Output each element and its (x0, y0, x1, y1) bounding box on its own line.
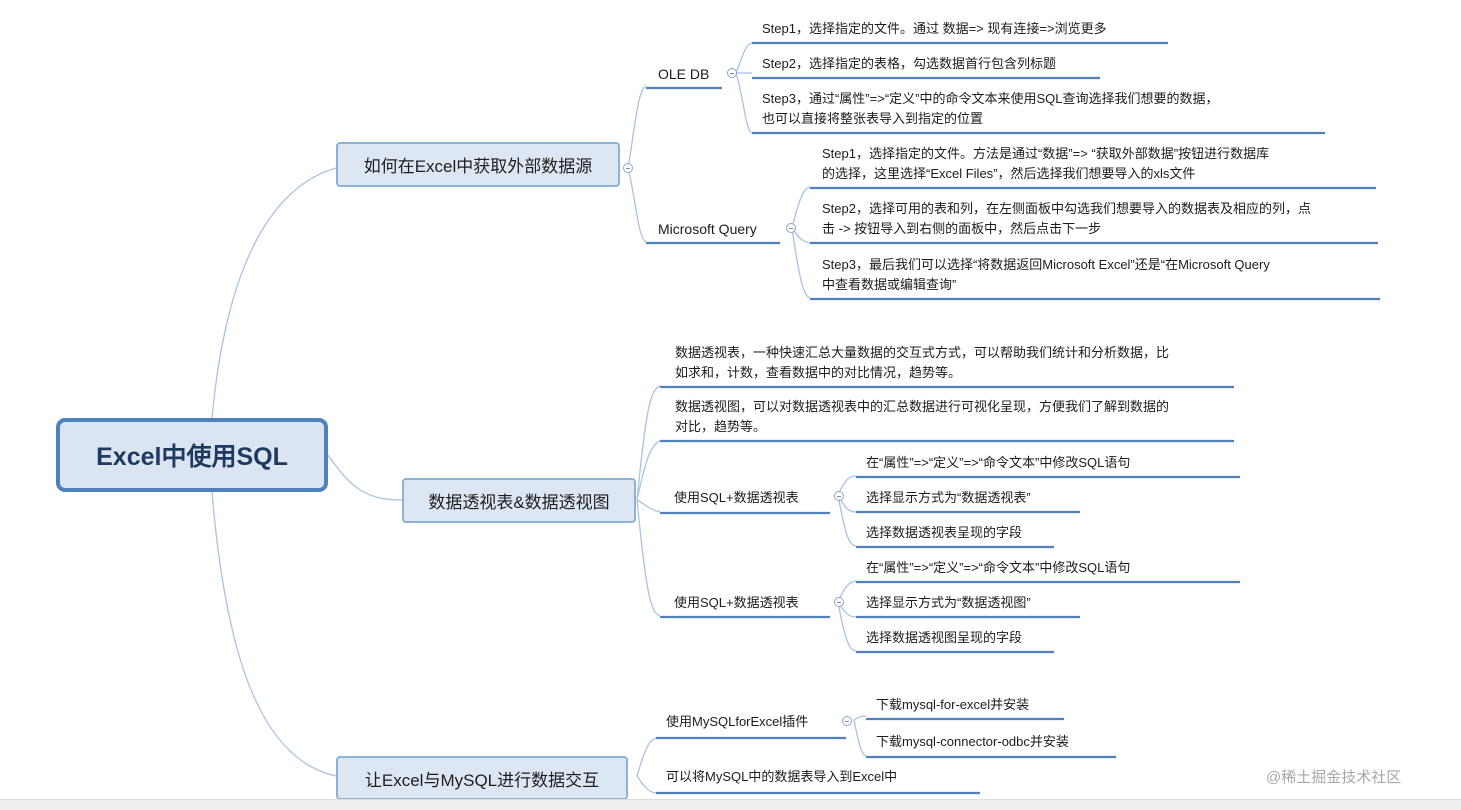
branch-mysql[interactable]: 让Excel与MySQL进行数据交互 (336, 756, 628, 800)
leaf-text: 选择显示方式为“数据透视图” (866, 595, 1031, 610)
bottom-scrollbar[interactable] (0, 799, 1461, 810)
branch-pivot-label: 数据透视表&数据透视图 (428, 493, 610, 512)
leaf-text: Step2，选择可用的表和列，在左侧面板中勾选我们想要导入的数据表及相应的列，点 (822, 201, 1311, 216)
collapse-icon[interactable] (727, 68, 737, 78)
subnode-label: 使用SQL+数据透视表 (674, 595, 799, 610)
leaf-mysql-plugin-step2[interactable]: 下载mysql-connector-odbc并安装 (876, 732, 1069, 752)
branch-external-data[interactable]: 如何在Excel中获取外部数据源 (336, 142, 620, 187)
leaf-mysql-import[interactable]: 可以将MySQL中的数据表导入到Excel中 (666, 767, 897, 787)
leaf-sql-table-step2[interactable]: 选择显示方式为“数据透视表” (866, 488, 1031, 508)
leaf-text: 可以将MySQL中的数据表导入到Excel中 (666, 769, 898, 784)
leaf-pivot-chart-desc[interactable]: 数据透视图，可以对数据透视表中的汇总数据进行可视化呈现，方便我们了解到数据的 对… (675, 397, 1169, 437)
leaf-text: 如求和，计数，查看数据中的对比情况，趋势等。 (675, 365, 962, 380)
leaf-text: 在“属性”=>“定义”=>“命令文本”中修改SQL语句 (866, 560, 1131, 575)
leaf-msquery-step2[interactable]: Step2，选择可用的表和列，在左侧面板中勾选我们想要导入的数据表及相应的列，点… (822, 199, 1311, 239)
leaf-text: 数据透视图，可以对数据透视表中的汇总数据进行可视化呈现，方便我们了解到数据的 (675, 399, 1170, 414)
leaf-text: 中查看数据或编辑查询” (822, 277, 957, 292)
leaf-text: 下载mysql-for-excel并安装 (876, 697, 1030, 712)
subnode-microsoft-query-label: Microsoft Query (658, 221, 757, 237)
subnode-sql-pivot-chart[interactable]: 使用SQL+数据透视表 (674, 593, 799, 613)
collapse-icon[interactable] (834, 491, 844, 501)
leaf-mysql-plugin-step1[interactable]: 下载mysql-for-excel并安装 (876, 695, 1029, 715)
leaf-text: 也可以直接将整张表导入到指定的位置 (762, 111, 984, 126)
subnode-microsoft-query[interactable]: Microsoft Query (658, 219, 757, 239)
leaf-text: 的选择，这里选择“Excel Files”，然后选择我们想要导入的xls文件 (822, 166, 1196, 181)
subnode-ole-db-label: OLE DB (658, 66, 710, 82)
leaf-text: 下载mysql-connector-odbc并安装 (876, 734, 1069, 749)
leaf-text: Step1，选择指定的文件。通过 数据=> 现有连接=>浏览更多 (762, 21, 1107, 36)
subnode-label: 使用MySQLforExcel插件 (666, 714, 809, 729)
collapse-icon[interactable] (842, 716, 852, 726)
root-node[interactable]: Excel中使用SQL (56, 418, 328, 492)
leaf-text: 击 -> 按钮导入到右侧的面板中，然后点击下一步 (822, 221, 1102, 236)
collapse-icon[interactable] (834, 597, 844, 607)
leaf-text: 选择数据透视图呈现的字段 (866, 630, 1023, 645)
leaf-ole-step2[interactable]: Step2，选择指定的表格，勾选数据首行包含列标题 (762, 54, 1056, 74)
subnode-sql-pivot-table[interactable]: 使用SQL+数据透视表 (674, 488, 799, 508)
leaf-sql-table-step3[interactable]: 选择数据透视表呈现的字段 (866, 523, 1022, 543)
leaf-sql-chart-step1[interactable]: 在“属性”=>“定义”=>“命令文本”中修改SQL语句 (866, 558, 1130, 578)
subnode-ole-db[interactable]: OLE DB (658, 64, 709, 84)
root-label: Excel中使用SQL (96, 443, 288, 471)
leaf-text: 选择数据透视表呈现的字段 (866, 525, 1023, 540)
leaf-msquery-step1[interactable]: Step1，选择指定的文件。方法是通过“数据”=> “获取外部数据”按钮进行数据… (822, 144, 1269, 184)
subnode-label: 使用SQL+数据透视表 (674, 490, 799, 505)
leaf-text: Step3，通过“属性”=>“定义”中的命令文本来使用SQL查询选择我们想要的数… (762, 91, 1219, 106)
watermark: @稀土掘金技术社区 (1266, 769, 1402, 786)
collapse-icon[interactable] (786, 223, 796, 233)
collapse-icon[interactable] (623, 163, 633, 173)
branch-pivot[interactable]: 数据透视表&数据透视图 (402, 478, 636, 523)
leaf-text: 选择显示方式为“数据透视表” (866, 490, 1031, 505)
leaf-msquery-step3[interactable]: Step3，最后我们可以选择“将数据返回Microsoft Excel”还是“在… (822, 255, 1270, 295)
branch-mysql-label: 让Excel与MySQL进行数据交互 (364, 770, 600, 790)
leaf-text: Step1，选择指定的文件。方法是通过“数据”=> “获取外部数据”按钮进行数据… (822, 146, 1270, 161)
subnode-mysql-plugin[interactable]: 使用MySQLforExcel插件 (666, 712, 808, 732)
leaf-text: 数据透视表，一种快速汇总大量数据的交互式方式，可以帮助我们统计和分析数据，比 (675, 345, 1170, 360)
leaf-text: Step3，最后我们可以选择“将数据返回Microsoft Excel”还是“在… (822, 257, 1270, 272)
leaf-sql-chart-step3[interactable]: 选择数据透视图呈现的字段 (866, 628, 1022, 648)
leaf-text: 对比，趋势等。 (675, 419, 767, 434)
leaf-ole-step1[interactable]: Step1，选择指定的文件。通过 数据=> 现有连接=>浏览更多 (762, 19, 1107, 39)
branch-external-data-label: 如何在Excel中获取外部数据源 (363, 157, 593, 176)
leaf-pivot-table-desc[interactable]: 数据透视表，一种快速汇总大量数据的交互式方式，可以帮助我们统计和分析数据，比 如… (675, 343, 1169, 383)
leaf-sql-table-step1[interactable]: 在“属性”=>“定义”=>“命令文本”中修改SQL语句 (866, 453, 1130, 473)
leaf-sql-chart-step2[interactable]: 选择显示方式为“数据透视图” (866, 593, 1031, 613)
leaf-text: Step2，选择指定的表格，勾选数据首行包含列标题 (762, 56, 1056, 71)
leaf-text: 在“属性”=>“定义”=>“命令文本”中修改SQL语句 (866, 455, 1131, 470)
leaf-ole-step3[interactable]: Step3，通过“属性”=>“定义”中的命令文本来使用SQL查询选择我们想要的数… (762, 89, 1219, 129)
